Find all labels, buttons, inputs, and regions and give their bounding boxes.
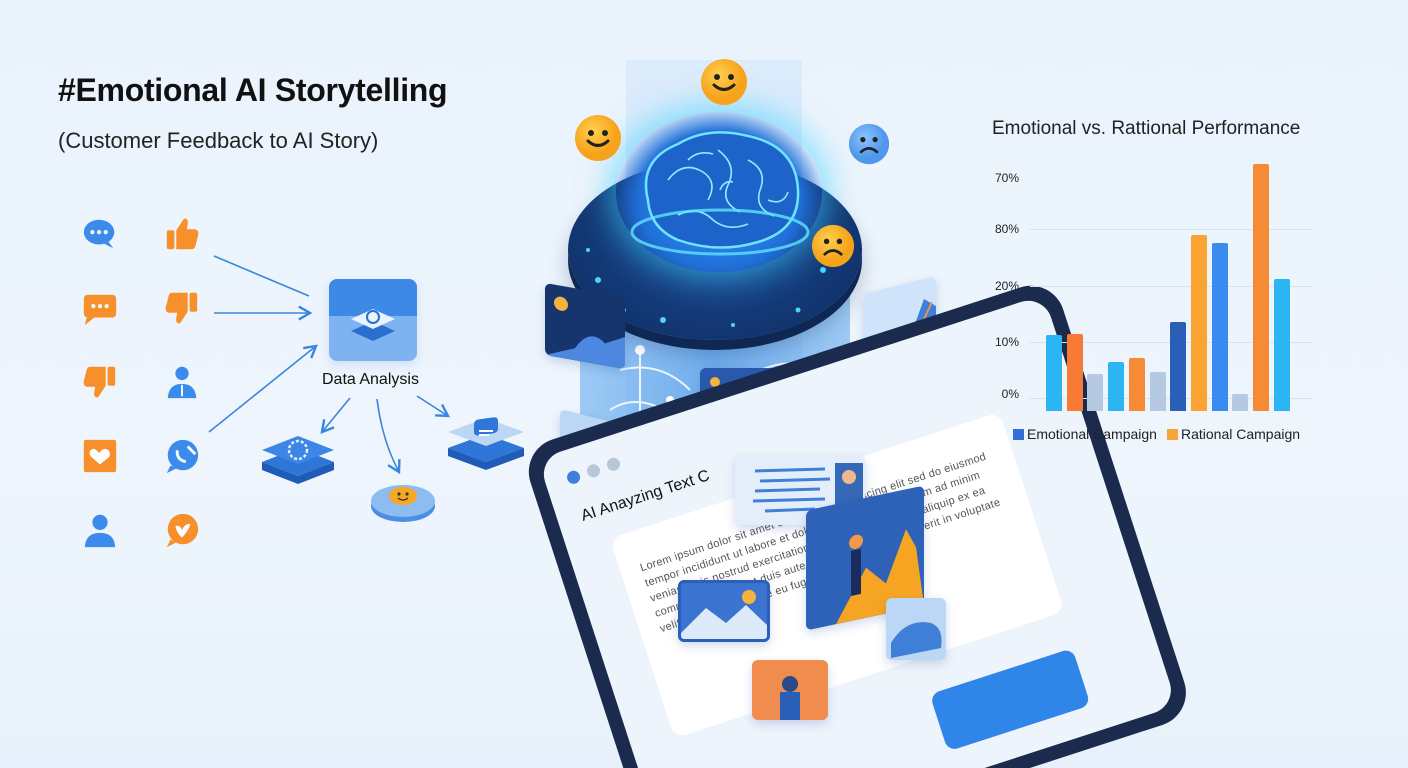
- legend-item-emotional: Emotional Campaign: [1013, 426, 1157, 442]
- data-analysis-label: Data Analysis: [322, 371, 419, 388]
- thumbs-up-icon: [162, 214, 202, 254]
- happy-emoji-icon: [574, 114, 622, 162]
- tablet-action-button[interactable]: [929, 648, 1091, 752]
- thumbs-down-icon: [162, 288, 202, 328]
- chart-bar: [1170, 321, 1187, 411]
- page-title: #Emotional AI Storytelling: [58, 72, 448, 108]
- chat-bubble-icon: [80, 214, 120, 254]
- page-subtitle: (Customer Feedback to AI Story): [58, 128, 379, 153]
- chart-bar: [1108, 361, 1125, 411]
- sad-emoji-icon: [848, 123, 890, 165]
- broken-heart-icon: [80, 436, 120, 476]
- y-tick-label: 70%: [994, 171, 1019, 185]
- y-tick-label: 10%: [994, 335, 1019, 349]
- happy-emoji-icon: [700, 58, 748, 106]
- chart-bar: [1232, 393, 1249, 411]
- floating-image-card: [545, 282, 625, 370]
- chart-bar: [1253, 164, 1269, 411]
- chart-legend: Emotional Campaign Rational Campaign: [1013, 426, 1300, 442]
- chart-bar: [1149, 372, 1166, 411]
- data-analysis-node: [329, 279, 417, 361]
- chart-bar: [1128, 357, 1145, 411]
- phone-bubble-icon: [162, 436, 202, 476]
- database-node-icon: [262, 436, 334, 484]
- bird-bubble-icon: [162, 510, 202, 550]
- chart-bar: [1273, 278, 1290, 411]
- mountain-photo-card: [678, 580, 770, 642]
- window-controls: [565, 456, 622, 486]
- portrait-card: [752, 660, 828, 720]
- document-node-icon: [448, 417, 524, 470]
- legend-swatch-emotional: [1013, 429, 1024, 440]
- brain-icon: [630, 131, 810, 256]
- chart-bar: [1190, 235, 1207, 411]
- person-icon: [80, 510, 120, 550]
- sad-emoji-icon: [811, 224, 855, 268]
- chart-bar: [1046, 335, 1062, 411]
- y-tick-label: 0%: [1001, 387, 1019, 401]
- y-tick-label: 80%: [994, 222, 1019, 236]
- user-icon: [162, 362, 202, 402]
- legend-swatch-rational: [1166, 429, 1178, 440]
- chart-bar: [1066, 334, 1083, 411]
- chart-bar: [1211, 243, 1228, 411]
- gridline: [1030, 229, 1312, 230]
- y-tick-label: 20%: [994, 279, 1019, 293]
- emoji-coin-icon: [371, 485, 435, 522]
- chart-title: Emotional vs. Rattional Performance: [992, 118, 1301, 139]
- chart-bar: [1087, 374, 1104, 411]
- thumbs-down-icon: [80, 362, 120, 402]
- bear-image-card: [886, 598, 946, 660]
- layers-icon: [351, 309, 395, 341]
- legend-item-rational: Rational Campaign: [1166, 426, 1300, 442]
- message-bubble-icon: [80, 288, 120, 328]
- gridline: [1030, 286, 1312, 287]
